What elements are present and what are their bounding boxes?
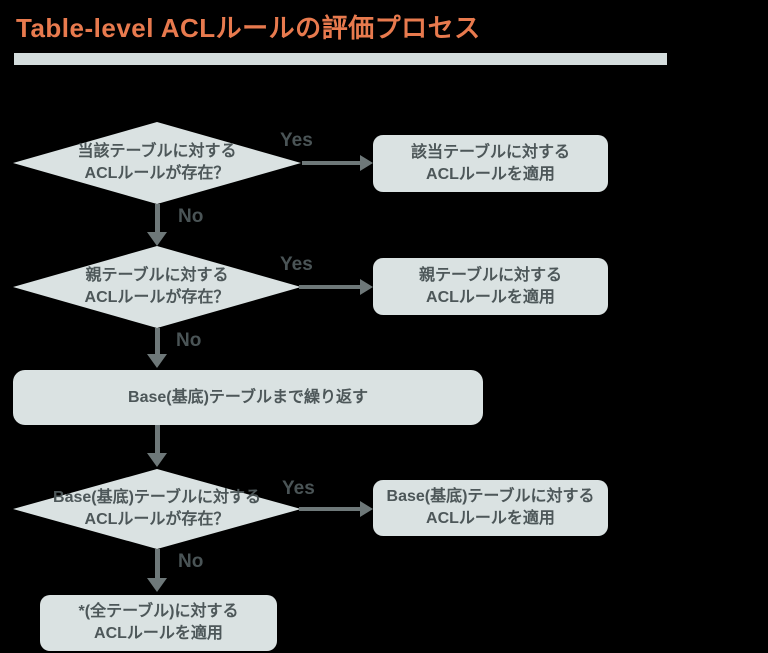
process-apply-wildcard: *(全テーブル)に対する ACLルールを適用 (40, 595, 277, 651)
label-no-3: No (178, 551, 204, 572)
arrow-no-3-head-icon (147, 578, 167, 592)
decision-current-table-text: 当該テーブルに対する ACLルールが存在？ (77, 143, 237, 182)
decision-base-table-text: Base(基底)テーブルに対する ACLルールが存在？ (53, 489, 261, 528)
label-yes-2: Yes (280, 254, 313, 275)
page-title: Table-level ACLルールの評価プロセス (16, 13, 481, 43)
label-no-2: No (176, 330, 202, 351)
process-apply-base: Base(基底)テーブルに対する ACLルールを適用 (373, 480, 608, 536)
label-no-1: No (178, 206, 204, 227)
decision-parent-table-text: 親テーブルに対する ACLルールが存在？ (84, 267, 230, 306)
arrow-no-1-head-icon (147, 232, 167, 246)
arrow-no-3-line (155, 549, 160, 578)
arrow-yes-2-head-icon (360, 279, 373, 295)
arrow-yes-1-head-icon (360, 155, 373, 171)
label-yes-1: Yes (280, 130, 313, 151)
arrow-no-2-line (155, 328, 160, 354)
arrow-yes-3-line (299, 507, 360, 511)
title-underline-bar (14, 53, 667, 65)
process-repeat-base: Base(基底)テーブルまで繰り返す (13, 370, 483, 425)
arrow-down-3-head-icon (147, 453, 167, 467)
label-yes-3: Yes (282, 478, 315, 499)
arrow-no-1-line (155, 204, 160, 232)
arrow-yes-2-line (299, 285, 360, 289)
process-apply-current: 該当テーブルに対する ACLルールを適用 (373, 135, 608, 192)
arrow-no-2-head-icon (147, 354, 167, 368)
arrow-yes-3-head-icon (360, 501, 373, 517)
process-apply-parent: 親テーブルに対する ACLルールを適用 (373, 258, 608, 315)
arrow-yes-1-line (302, 161, 360, 165)
arrow-down-3-line (155, 425, 160, 453)
